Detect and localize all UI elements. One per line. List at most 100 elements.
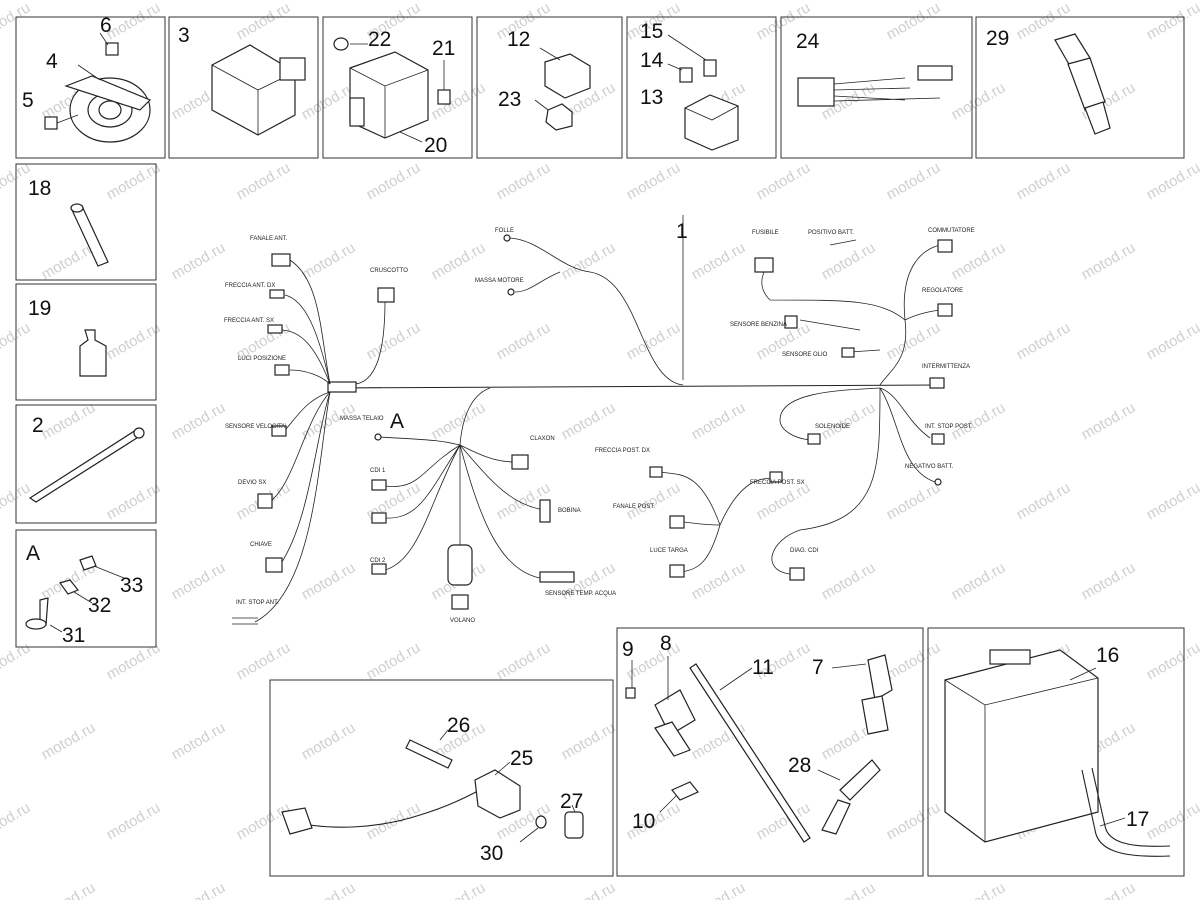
watermark-text: motod.ru: [884, 479, 944, 523]
label-sensore-temp-acqua: SENSORE TEMP. ACQUA: [545, 591, 616, 597]
part-number-19: 19: [28, 297, 51, 320]
label-intermittenza: INTERMITTENZA: [922, 364, 970, 370]
watermark-text: motod.ru: [299, 879, 359, 900]
label-fanale-ant: FANALE ANT.: [250, 236, 288, 242]
label-cruscotto: CRUSCOTTO: [370, 268, 408, 274]
watermark-text: motod.ru: [429, 879, 489, 900]
box-parts-20-21-22: 22 21 20: [322, 16, 473, 159]
watermark-text: motod.ru: [169, 719, 229, 763]
label-negativo-batt: NEGATIVO BATT.: [905, 464, 953, 470]
watermark-text: motod.ru: [364, 799, 424, 843]
part-number-23: 23: [498, 88, 521, 111]
watermark-text: motod.ru: [819, 399, 879, 443]
watermark-text: motod.ru: [819, 559, 879, 603]
box-part-24: 24: [780, 16, 973, 159]
label-solenoide: SOLENOIDE: [815, 424, 850, 430]
watermark-text: motod.ru: [1014, 479, 1074, 523]
part-number-27: 27: [560, 790, 583, 813]
label-volano: VOLANO: [450, 618, 475, 624]
watermark-text: motod.ru: [364, 319, 424, 363]
watermark-text: motod.ru: [494, 159, 554, 203]
label-cdi-1: CDI 1: [370, 468, 386, 474]
watermark-text: motod.ru: [104, 159, 164, 203]
label-int-stop-ant: INT. STOP ANT.: [236, 600, 279, 606]
watermark-text: motod.ru: [0, 0, 33, 43]
label-regolatore: REGOLATORE: [922, 288, 963, 294]
watermark-text: motod.ru: [429, 399, 489, 443]
watermark-text: motod.ru: [624, 159, 684, 203]
watermark-text: motod.ru: [494, 319, 554, 363]
part-number-12: 12: [507, 28, 530, 51]
box-part-2: 2: [15, 404, 157, 524]
watermark-text: motod.ru: [1079, 879, 1139, 900]
part-number-28: 28: [788, 754, 811, 777]
box-part-3: 3: [168, 16, 319, 159]
watermark-text: motod.ru: [1079, 399, 1139, 443]
part-number-11: 11: [752, 656, 774, 679]
label-claxon: CLAXON: [530, 436, 555, 442]
watermark-text: motod.ru: [949, 399, 1009, 443]
watermark-text: motod.ru: [819, 879, 879, 900]
box-part-19: 19: [15, 283, 157, 401]
watermark-text: motod.ru: [364, 159, 424, 203]
label-sensore-benzina: SENSORE BENZINA: [730, 322, 787, 328]
watermark-text: motod.ru: [39, 399, 99, 443]
watermark-text: motod.ru: [169, 399, 229, 443]
part-number-26: 26: [447, 714, 470, 737]
part-number-22: 22: [368, 28, 391, 51]
watermark-text: motod.ru: [364, 639, 424, 683]
watermark-text: motod.ru: [559, 399, 619, 443]
label-luce-targa: LUCE TARGA: [650, 548, 688, 554]
watermark-text: motod.ru: [689, 559, 749, 603]
box-part-29: 29: [975, 16, 1185, 159]
part-number-31: 31: [62, 624, 85, 647]
part-number-33: 33: [120, 574, 143, 597]
part-number-21: 21: [432, 37, 455, 60]
label-freccia-post-sx: FRECCIA POST. SX: [750, 480, 805, 486]
watermark-text: motod.ru: [299, 79, 359, 123]
box-parts-25-26-27-30: 26 25 27 30: [269, 679, 614, 877]
watermark-text: motod.ru: [104, 319, 164, 363]
part-number-4: 4: [46, 50, 58, 73]
box-parts-16-17: 16 17: [927, 627, 1185, 877]
watermark-text: motod.ru: [299, 559, 359, 603]
watermark-text: motod.ru: [0, 479, 33, 523]
watermark-text: motod.ru: [169, 559, 229, 603]
part-number-24: 24: [796, 30, 820, 53]
watermark-text: motod.ru: [429, 239, 489, 283]
label-int-stop-post: INT. STOP POST.: [925, 424, 973, 430]
watermark-text: motod.ru: [234, 639, 294, 683]
box-parts-13-14-15: 15 14 13: [626, 16, 777, 159]
watermark-text: motod.ru: [624, 319, 684, 363]
label-freccia-ant-dx: FRECCIA ANT. DX: [225, 283, 275, 289]
watermark-text: motod.ru: [1144, 639, 1200, 683]
watermark-text: motod.ru: [234, 799, 294, 843]
watermark-text: motod.ru: [689, 239, 749, 283]
watermark-text: motod.ru: [949, 79, 1009, 123]
kit-a-harness-letter: A: [390, 410, 404, 433]
watermark-text: motod.ru: [689, 399, 749, 443]
label-fanale-post: FANALE POST.: [613, 504, 655, 510]
watermark-text: motod.ru: [754, 159, 814, 203]
watermark-text: motod.ru: [1079, 559, 1139, 603]
part-number-30: 30: [480, 842, 503, 865]
part-number-14: 14: [640, 49, 664, 72]
watermark-text: motod.ru: [39, 879, 99, 900]
watermark-text: motod.ru: [1144, 319, 1200, 363]
label-freccia-ant-sx: FRECCIA ANT. SX: [224, 318, 274, 324]
part-number-6: 6: [100, 14, 112, 37]
watermark-text: motod.ru: [1144, 479, 1200, 523]
box-parts-12-23: 12 23: [476, 16, 623, 159]
part-number-20: 20: [424, 134, 447, 157]
kit-a-box-letter: A: [26, 542, 40, 565]
part-number-32: 32: [88, 594, 111, 617]
watermark-text: motod.ru: [1014, 159, 1074, 203]
part-number-5: 5: [22, 89, 34, 112]
label-luci-posizione: LUCI POSIZIONE: [238, 356, 286, 362]
label-cdi-2: CDI 2: [370, 558, 386, 564]
watermark-text: motod.ru: [884, 0, 944, 43]
label-sensore-olio: SENSORE OLIO: [782, 352, 828, 358]
watermark-text: motod.ru: [559, 879, 619, 900]
watermark-text: motod.ru: [884, 799, 944, 843]
